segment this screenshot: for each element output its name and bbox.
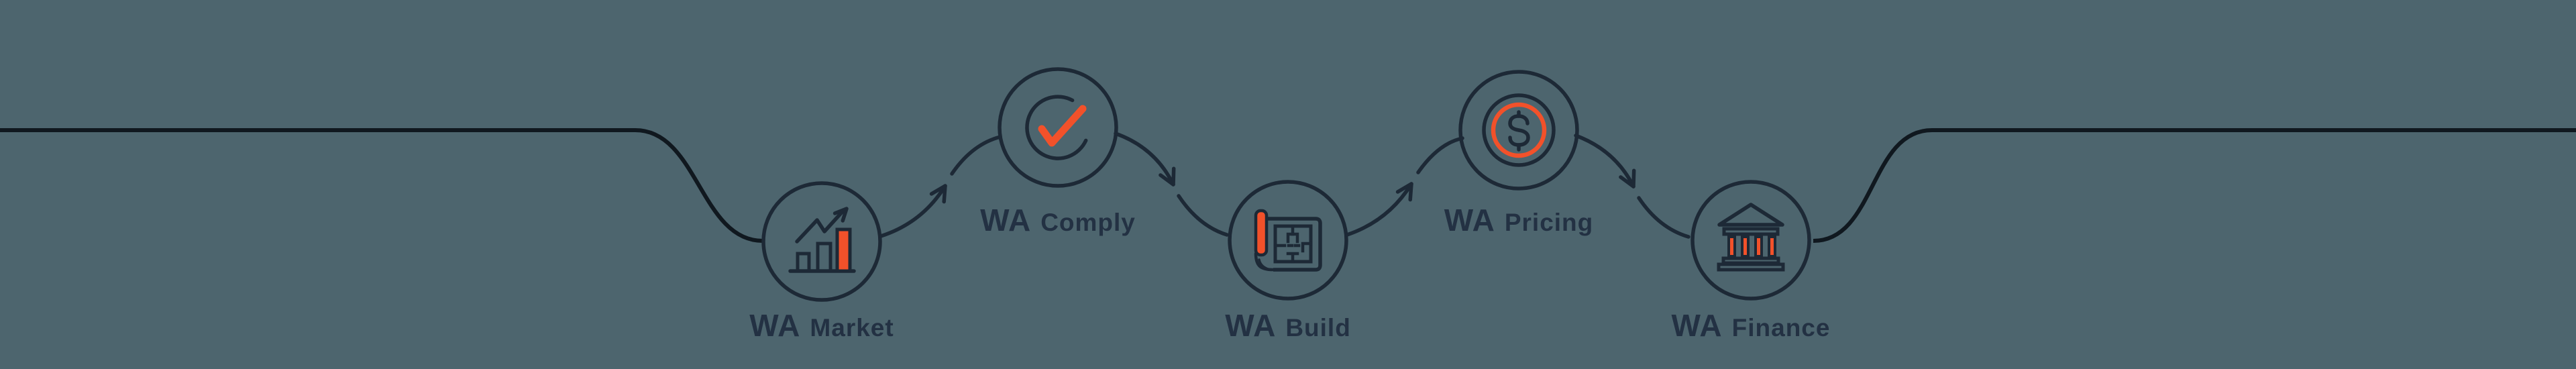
arrow-market-to-comply	[879, 135, 1002, 238]
step-pricing	[1458, 70, 1579, 191]
finance-circle	[1690, 180, 1811, 301]
step-label-name: Pricing	[1504, 209, 1594, 236]
dollar-coin-icon	[1482, 93, 1556, 167]
floor-plan-walls	[1273, 224, 1313, 264]
step-label-build: WA Build	[1225, 310, 1351, 341]
step-comply	[998, 67, 1118, 188]
arrow-pricing-to-finance	[1574, 134, 1690, 239]
left-connector-line	[0, 128, 763, 243]
arrowhead	[929, 184, 947, 204]
step-label-prefix: WA	[1225, 308, 1277, 343]
market-circle	[761, 181, 882, 302]
step-label-finance: WA Finance	[1672, 310, 1831, 341]
arrowhead	[1395, 182, 1413, 202]
pricing-circle	[1458, 70, 1579, 191]
check-circle-icon	[1025, 95, 1088, 160]
step-label-name: Comply	[1040, 209, 1136, 236]
step-label-name: Build	[1285, 314, 1351, 341]
arrowhead	[1159, 166, 1176, 187]
arrowhead	[1619, 168, 1636, 189]
blueprint-icon	[1254, 209, 1322, 272]
step-label-prefix: WA	[1444, 203, 1495, 238]
bar-chart-growth-icon	[788, 207, 856, 273]
bank-icon	[1717, 203, 1785, 272]
step-label-name: Finance	[1731, 314, 1831, 341]
step-label-pricing: WA Pricing	[1444, 205, 1594, 235]
comply-circle	[998, 67, 1118, 188]
step-label-comply: WA Comply	[980, 205, 1136, 235]
step-build	[1228, 180, 1348, 301]
step-finance	[1690, 180, 1811, 301]
right-connector-line	[1813, 128, 2576, 243]
step-label-market: WA Market	[749, 310, 894, 341]
arrow-comply-to-build	[1114, 131, 1229, 237]
step-label-prefix: WA	[1671, 308, 1723, 343]
step-label-prefix: WA	[749, 308, 801, 343]
step-market	[761, 181, 882, 302]
build-circle	[1228, 180, 1348, 301]
arrow-build-to-pricing	[1345, 136, 1464, 237]
step-label-name: Market	[810, 314, 894, 341]
dollar-sign	[1508, 110, 1530, 152]
bank-columns	[1727, 235, 1776, 258]
checkmark	[1038, 105, 1087, 147]
step-label-prefix: WA	[980, 203, 1032, 238]
